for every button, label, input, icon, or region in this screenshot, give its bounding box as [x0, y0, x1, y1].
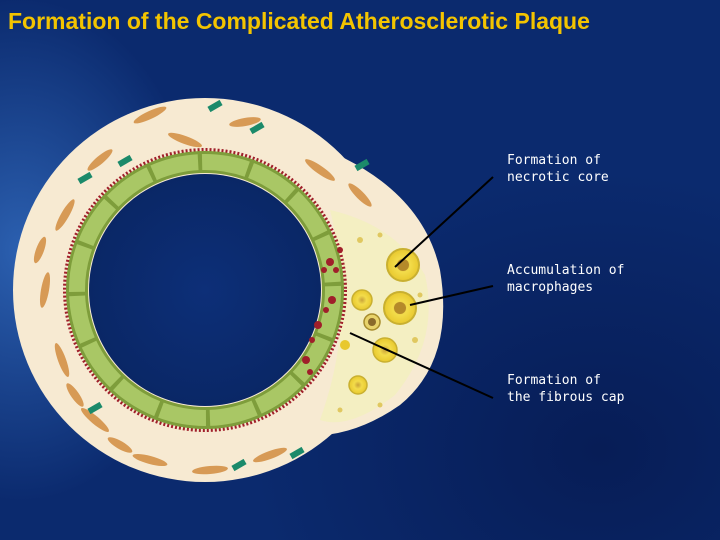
macrophages-label: Accumulation of macrophages [507, 263, 625, 295]
slide-title: Formation of the Complicated Atheroscler… [8, 8, 590, 34]
vessel-lumen [89, 174, 321, 406]
plaque-debris [337, 232, 423, 413]
macrophages-pointer [409, 285, 494, 306]
macrophages [340, 248, 420, 395]
necrotic-core-pointer [394, 176, 494, 268]
necrotic-core-label: Formation of necrotic core [507, 153, 609, 185]
callout-lines [349, 176, 494, 399]
smooth-muscle-cells [33, 106, 372, 475]
collagen-fibers [77, 99, 370, 472]
fibrous-cap-pointer [349, 332, 494, 399]
lipid-deposits [302, 247, 343, 375]
endothelium [66, 151, 344, 429]
fibrous-cap-label: Formation of the fibrous cap [507, 373, 625, 405]
internal-elastic-lamina [63, 148, 347, 432]
